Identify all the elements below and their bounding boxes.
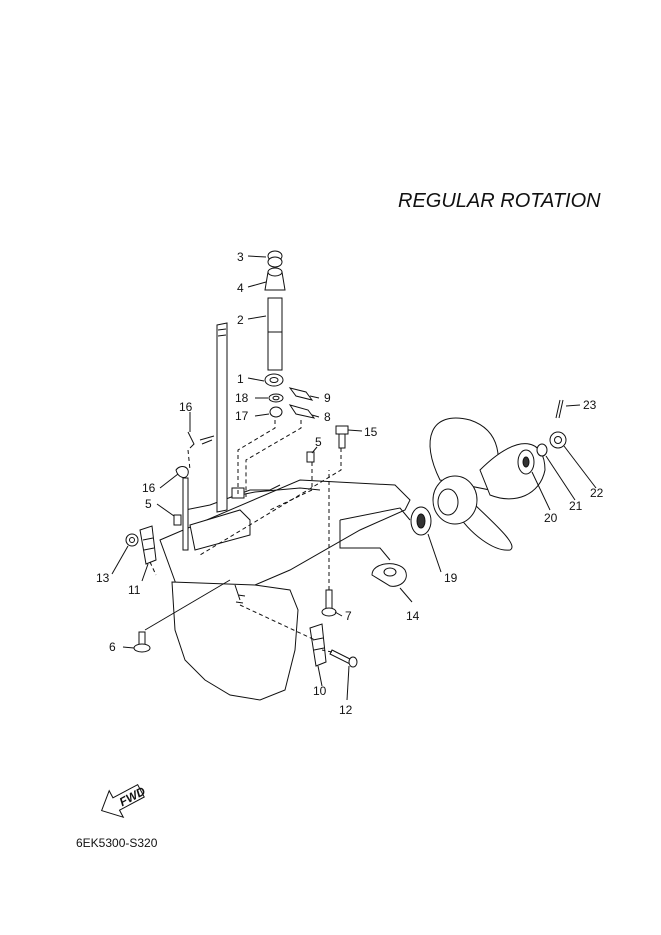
- nut-22: [549, 431, 567, 449]
- callout-16-upper: 16: [179, 400, 193, 414]
- callout-19: 19: [444, 571, 458, 585]
- water-tube-2: [267, 297, 283, 371]
- callout-22: 22: [590, 486, 604, 500]
- callout-20: 20: [544, 511, 558, 525]
- washer-18: [268, 393, 284, 403]
- seal-17: [269, 406, 283, 418]
- bolt-15: [335, 425, 349, 449]
- nut-13: [125, 533, 139, 547]
- screw-12: [329, 649, 358, 668]
- callout-13: 13: [96, 571, 110, 585]
- washer-21: [536, 443, 548, 457]
- callout-4: 4: [237, 281, 244, 295]
- callouts: 3 4 2 1 18 17 9 8 15 5 16 16 5 13 11 6 7…: [96, 250, 604, 717]
- propeller: [429, 417, 546, 551]
- dowel-pin-5-upper: [306, 451, 315, 463]
- callout-10: 10: [313, 684, 327, 698]
- callout-17: 17: [235, 409, 249, 423]
- callout-1: 1: [237, 372, 244, 386]
- bolt-7: [321, 589, 337, 617]
- tube-seal-4: [264, 267, 286, 291]
- callout-21: 21: [569, 499, 583, 513]
- bracket-11: [139, 525, 157, 565]
- callout-5-upper: 5: [315, 435, 322, 449]
- callout-18: 18: [235, 391, 249, 405]
- thrust-washer-19: [410, 506, 432, 536]
- bolt-6: [133, 631, 151, 653]
- leader-lines: [111, 255, 597, 701]
- callout-9: 9: [324, 391, 331, 405]
- callout-15: 15: [364, 425, 378, 439]
- callout-8: 8: [324, 410, 331, 424]
- dowel-pin-5-lower: [173, 514, 182, 526]
- guide-lines: [144, 420, 411, 653]
- cotter-pin-23: [555, 399, 564, 419]
- callout-5-lower: 5: [145, 497, 152, 511]
- clip-16-upper: [187, 431, 215, 449]
- clip-16-lower: [175, 466, 189, 551]
- callout-23: 23: [583, 398, 597, 412]
- part-code: 6EK5300-S320: [76, 836, 158, 850]
- fwd-label: FWD: [117, 784, 148, 809]
- callout-16-lower: 16: [142, 481, 156, 495]
- trim-tab-14: [371, 563, 407, 587]
- spacer-20: [517, 449, 535, 475]
- callout-11: 11: [128, 583, 141, 597]
- seal-8: [288, 404, 316, 419]
- callout-3: 3: [237, 250, 244, 264]
- bracket-10: [309, 623, 327, 667]
- callout-6: 6: [109, 640, 116, 654]
- page-title: REGULAR ROTATION: [398, 190, 601, 212]
- callout-2: 2: [237, 313, 244, 327]
- lower-casing: [159, 479, 411, 701]
- seal-9: [288, 387, 314, 401]
- fwd-arrow-icon: FWD: [100, 784, 148, 819]
- grommet-3: [267, 250, 283, 268]
- drive-shaft: [216, 322, 228, 513]
- callout-12: 12: [339, 703, 353, 717]
- grommet-1: [264, 373, 284, 387]
- callout-7: 7: [345, 609, 352, 623]
- callout-14: 14: [406, 609, 420, 623]
